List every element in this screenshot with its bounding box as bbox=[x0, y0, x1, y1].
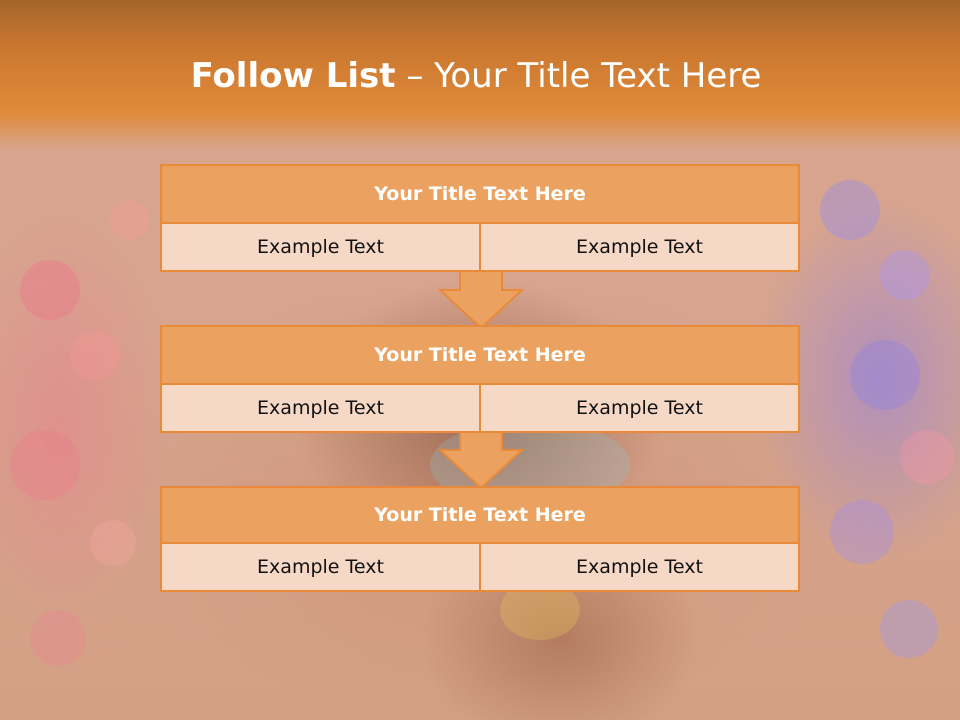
block-title: Your Title Text Here bbox=[162, 488, 798, 544]
list-block-2: Your Title Text Here Example Text Exampl… bbox=[160, 325, 800, 433]
page-title: Follow List – Your Title Text Here bbox=[0, 52, 946, 100]
list-block-3: Your Title Text Here Example Text Exampl… bbox=[160, 486, 800, 592]
down-arrow-icon bbox=[438, 430, 524, 490]
page-title-bold: Follow List bbox=[190, 56, 396, 96]
block-cell-left: Example Text bbox=[257, 556, 384, 578]
block-cell-left: Example Text bbox=[257, 236, 384, 258]
block-cell-right: Example Text bbox=[479, 544, 798, 590]
block-title: Your Title Text Here bbox=[162, 327, 798, 385]
header-band bbox=[0, 0, 960, 150]
block-cell-left: Example Text bbox=[257, 397, 384, 419]
block-row: Example Text Example Text bbox=[162, 544, 798, 590]
block-row: Example Text Example Text bbox=[162, 385, 798, 431]
down-arrow-icon bbox=[438, 270, 524, 330]
block-cell-right: Example Text bbox=[479, 224, 798, 270]
block-row: Example Text Example Text bbox=[162, 224, 798, 270]
block-title: Your Title Text Here bbox=[162, 166, 798, 224]
page-title-rest: – Your Title Text Here bbox=[395, 56, 762, 96]
block-cell-right: Example Text bbox=[479, 385, 798, 431]
list-block-1: Your Title Text Here Example Text Exampl… bbox=[160, 164, 800, 272]
